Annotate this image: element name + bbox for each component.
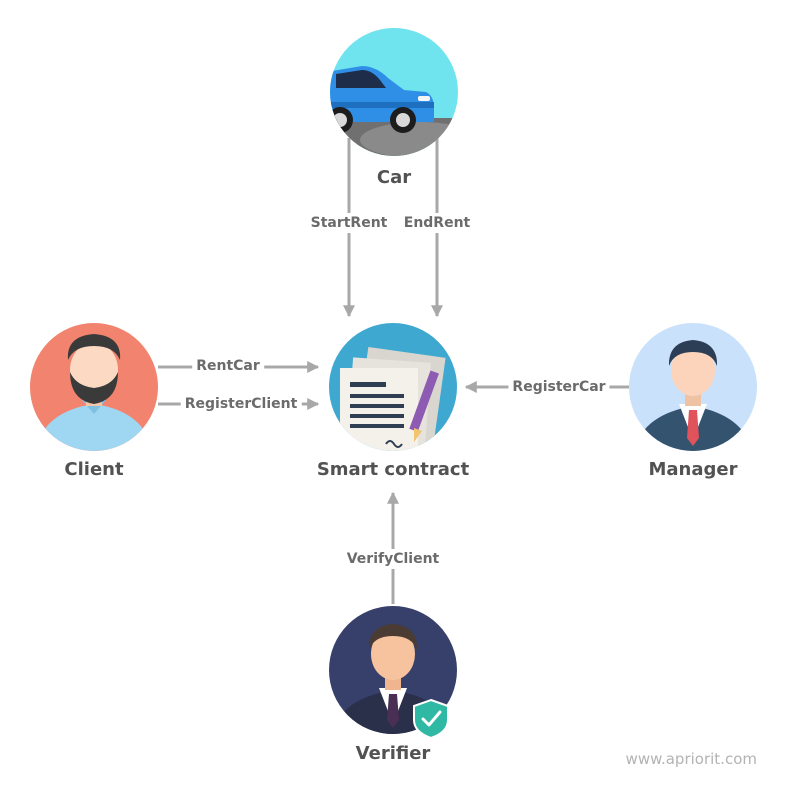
edge-label-end-rent: EndRent xyxy=(399,213,475,233)
manager-node xyxy=(629,323,757,451)
car-node xyxy=(330,28,458,156)
contract-document-icon xyxy=(340,346,446,451)
edge-label-rent-car: RentCar xyxy=(192,356,264,376)
verifier-label: Verifier xyxy=(355,743,431,764)
watermark-text: www.apriorit.com xyxy=(625,750,757,768)
edge-label-register-car: RegisterCar xyxy=(508,377,610,397)
edge-label-start-rent: StartRent xyxy=(306,213,392,233)
car-icon xyxy=(330,66,458,156)
shield-check-icon xyxy=(413,698,449,740)
client-node xyxy=(30,323,158,451)
edge-label-register-client: RegisterClient xyxy=(180,394,302,414)
car-label: Car xyxy=(376,167,412,188)
client-label: Client xyxy=(64,459,124,480)
verifier-node xyxy=(329,606,457,740)
contract-node xyxy=(329,323,457,451)
smart-contract-label: Smart contract xyxy=(316,459,470,480)
manager-label: Manager xyxy=(648,459,738,480)
edge-label-verify-client: VerifyClient xyxy=(342,549,444,569)
